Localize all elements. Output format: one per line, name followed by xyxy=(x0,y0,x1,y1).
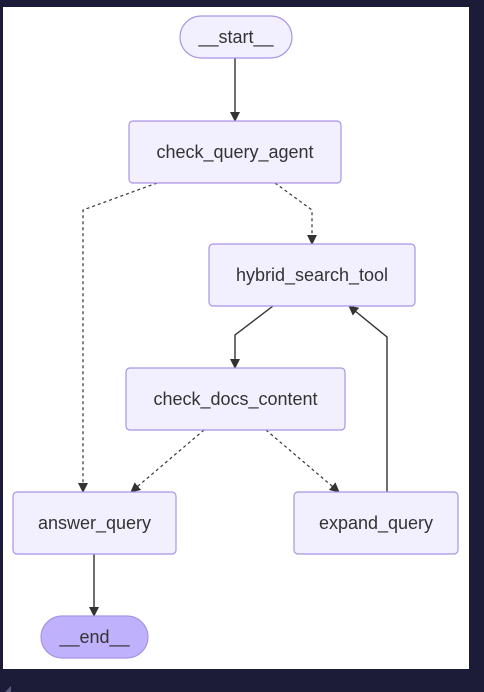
node-label: check_docs_content xyxy=(153,389,317,410)
diagram-canvas: __start__ check_query_agent hybrid_search_… xyxy=(3,7,469,692)
node-check-docs-content[interactable]: check_docs_content xyxy=(125,367,346,431)
edge-check_query_agent-to-answer_query xyxy=(78,182,158,493)
node-label: __end__ xyxy=(58,627,130,648)
edge-check_docs_content-to-expand_query xyxy=(265,429,340,493)
node-box xyxy=(208,243,416,307)
node-answer-query[interactable]: answer_query xyxy=(12,491,177,555)
edge-hybrid_search_tool-to-check_docs_content xyxy=(230,305,274,369)
node-start[interactable]: __start__ xyxy=(179,15,293,59)
edge-expand_query-to-hybrid_search_tool xyxy=(348,305,388,492)
node-label: check_query_agent xyxy=(156,142,313,163)
node-box xyxy=(40,615,149,659)
edge-check_query_agent-to-hybrid_search_tool xyxy=(274,182,317,245)
node-check-query-agent[interactable]: check_query_agent xyxy=(128,120,342,184)
node-box xyxy=(293,491,459,555)
node-box xyxy=(128,120,342,184)
node-hybrid-search-tool[interactable]: hybrid_search_tool xyxy=(208,243,416,307)
node-expand-query[interactable]: expand_query xyxy=(293,491,459,555)
graph-diagram: __start__ check_query_agent hybrid_search_… xyxy=(12,15,459,659)
node-label: hybrid_search_tool xyxy=(236,265,388,286)
node-label: __start__ xyxy=(197,27,274,48)
edge-check_docs_content-to-answer_query xyxy=(130,429,205,493)
node-layer: __start__ check_query_agent hybrid_search_… xyxy=(12,15,459,659)
node-end[interactable]: __end__ xyxy=(40,615,149,659)
node-box xyxy=(125,367,346,431)
node-label: answer_query xyxy=(38,513,151,534)
edge-layer xyxy=(78,58,388,617)
node-label: expand_query xyxy=(319,513,433,534)
node-box xyxy=(179,15,293,59)
node-box xyxy=(12,491,177,555)
